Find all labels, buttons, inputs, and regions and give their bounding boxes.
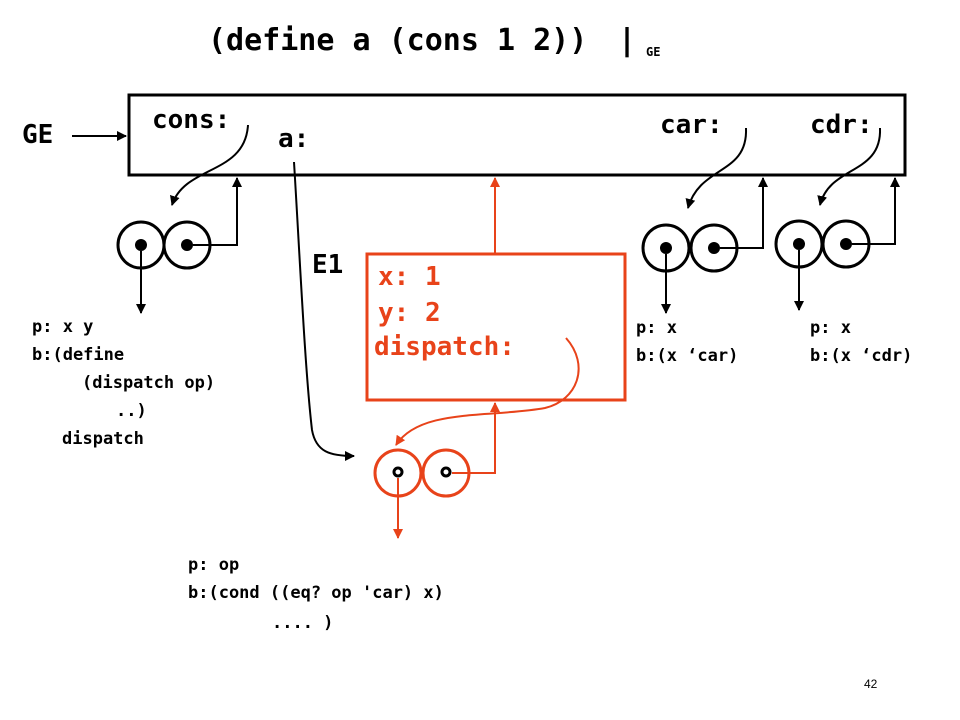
page-number: 42	[864, 677, 878, 691]
cons-env-pointer-arrow	[193, 177, 242, 246]
cons-code-dot	[135, 239, 147, 251]
cons-binding-arrow	[170, 124, 249, 206]
e1-binding-y: y: 2	[378, 298, 441, 328]
car-params: p: x	[636, 318, 677, 338]
dispatch-code-dot	[392, 466, 404, 478]
ge-var-cons: cons:	[152, 105, 230, 135]
car-env-pointer-arrow	[720, 177, 768, 249]
dispatch-params: p: op	[188, 555, 239, 575]
a-binding-arrow	[293, 161, 355, 461]
title: (define a (cons 1 2))	[208, 23, 587, 58]
cons-params: p: x y	[32, 317, 93, 337]
ge-label: GE	[22, 120, 53, 150]
car-code-dot	[660, 242, 672, 254]
title-bar: |	[618, 23, 636, 58]
dispatch-procedure-object	[373, 448, 471, 498]
dispatch-body-line2: .... )	[272, 613, 333, 633]
ge-var-cdr: cdr:	[810, 110, 873, 140]
cons-env-dot	[181, 239, 193, 251]
e1-binding-x: x: 1	[378, 262, 441, 292]
cdr-env-dot	[840, 238, 852, 250]
cdr-body: b:(x ‘cdr)	[810, 346, 912, 366]
ge-var-car: car:	[660, 110, 723, 140]
ge-var-a: a:	[278, 124, 309, 154]
cons-procedure-object	[116, 220, 212, 270]
cdr-binding-arrow	[817, 127, 882, 206]
title-subscript: GE	[646, 45, 660, 59]
dispatch-env-dot	[440, 466, 452, 478]
cdr-params: p: x	[810, 318, 851, 338]
car-body: b:(x ‘car)	[636, 346, 738, 366]
dispatch-env-pointer-arrow	[452, 402, 500, 474]
cons-body-line3: ..)	[116, 401, 147, 421]
cdr-env-pointer-arrow	[852, 177, 900, 245]
e1-label: E1	[312, 250, 343, 280]
car-env-dot	[708, 242, 720, 254]
cons-body-line1: b:(define	[32, 345, 124, 365]
cons-body-line4: dispatch	[62, 429, 144, 449]
car-binding-arrow	[685, 127, 748, 209]
dispatch-body-line1: b:(cond ((eq? op 'car) x)	[188, 583, 444, 603]
global-environment-frame	[127, 93, 907, 177]
dispatch-binding-arrow	[395, 337, 580, 446]
cons-body-line2: (dispatch op)	[82, 373, 215, 393]
e1-binding-dispatch: dispatch:	[374, 332, 515, 362]
cdr-code-dot	[793, 238, 805, 250]
